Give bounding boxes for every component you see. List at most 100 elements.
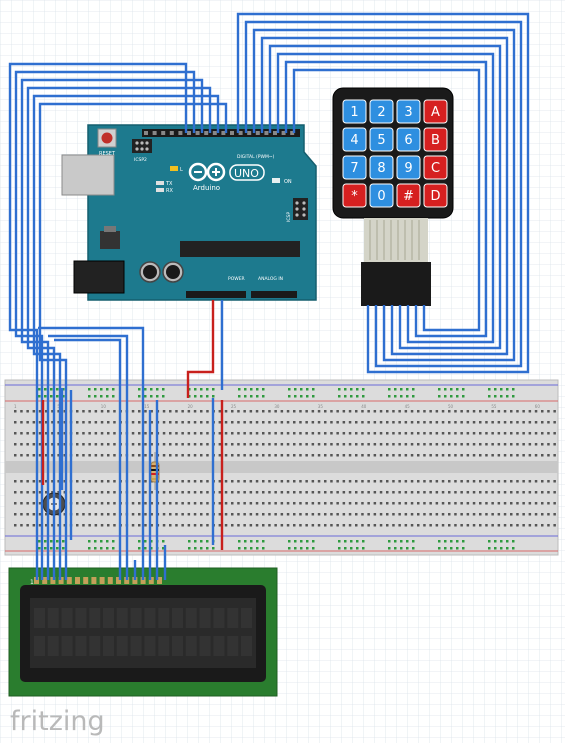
breadboard-hole [361, 491, 364, 494]
breadboard-hole [448, 410, 451, 413]
breadboard-hole [218, 502, 222, 505]
keypad-key-A[interactable]: A [423, 99, 448, 124]
breadboard-hole [231, 410, 234, 413]
icsp2-label: ICSP2 [134, 157, 147, 163]
breadboard-hole [497, 480, 501, 483]
breadboard-hole [113, 524, 116, 527]
keypad-key-7[interactable]: 7 [342, 155, 367, 180]
breadboard-hole [491, 524, 494, 527]
breadboard-hole [243, 410, 246, 413]
rail-hole [306, 395, 309, 398]
digital-pin [161, 131, 166, 135]
breadboard-hole [57, 432, 60, 435]
arduino-uno-board: RESET ICSP2 L TX RX Arduino UNO ON [61, 124, 317, 301]
keypad-key-hash[interactable]: # [396, 183, 421, 208]
breadboard-hole [20, 443, 23, 446]
rail-hole [150, 547, 153, 550]
breadboard-hole [231, 491, 234, 494]
breadboard-hole [410, 480, 414, 483]
breadboard-hole [342, 454, 346, 457]
breadboard-hole [20, 502, 23, 505]
rail-hole [44, 395, 47, 398]
breadboard-hole [398, 480, 401, 483]
rail-hole [88, 547, 91, 550]
lcd-pin [148, 577, 154, 584]
breadboard-hole [14, 443, 17, 446]
breadboard-hole [169, 410, 172, 413]
lcd-pin1-label: 1 [30, 579, 34, 586]
breadboard-hole [317, 513, 321, 516]
keypad-key-0[interactable]: 0 [369, 183, 394, 208]
breadboard-hole [410, 432, 414, 435]
breadboard-hole [57, 480, 60, 483]
breadboard-hole [138, 502, 141, 505]
column-number: 50 [448, 404, 454, 409]
breadboard-hole [348, 443, 352, 446]
icsp-header [293, 198, 308, 220]
breadboard-hole [435, 491, 439, 494]
rail-hole [338, 395, 341, 398]
rail-hole [62, 388, 65, 391]
rail-hole [100, 388, 103, 391]
rail-hole [244, 395, 247, 398]
breadboard-hole [82, 443, 85, 446]
rail-hole [188, 540, 191, 543]
rail-hole [500, 388, 503, 391]
rail-hole [456, 388, 459, 391]
breadboard-hole [249, 502, 253, 505]
breadboard-hole [255, 513, 259, 516]
keypad-key-5[interactable]: 5 [369, 127, 394, 152]
rail-hole [406, 547, 409, 550]
digital-pin [204, 131, 209, 135]
digital-header [142, 129, 300, 137]
breadboard-hole [268, 432, 271, 435]
rail-hole [512, 547, 515, 550]
keypad-key-1[interactable]: 1 [342, 99, 367, 124]
breadboard-hole [485, 421, 488, 424]
breadboard-hole [88, 524, 91, 527]
breadboard-hole [379, 454, 383, 457]
lcd-char-cell [185, 608, 197, 628]
breadboard-hole [367, 410, 370, 413]
breadboard-hole [429, 513, 432, 516]
digital-pin [178, 131, 183, 135]
keypad-key-3[interactable]: 3 [396, 99, 421, 124]
breadboard-hole [243, 443, 246, 446]
breadboard-hole [100, 410, 104, 413]
lcd-pin [83, 577, 89, 584]
breadboard-hole [76, 443, 79, 446]
breadboard-hole [274, 513, 277, 516]
arduino-brand-text: Arduino [193, 184, 220, 192]
rail-hole [406, 388, 409, 391]
breadboard-hole [510, 491, 513, 494]
rail-hole [38, 540, 41, 543]
keypad-key-8[interactable]: 8 [369, 155, 394, 180]
breadboard-hole [26, 454, 29, 457]
breadboard-hole [342, 410, 346, 413]
rail-hole [112, 395, 115, 398]
breadboard-hole [32, 410, 36, 413]
keypad-key-9[interactable]: 9 [396, 155, 421, 180]
breadboard-hole [466, 410, 470, 413]
breadboard-hole [76, 524, 79, 527]
breadboard-hole [14, 480, 17, 483]
icsp2-header [132, 139, 152, 153]
keypad-key-D[interactable]: D [423, 183, 448, 208]
rail-hole [38, 547, 41, 550]
keypad-key-C[interactable]: C [423, 155, 448, 180]
rail-hole [362, 388, 365, 391]
breadboard-hole [386, 513, 389, 516]
lcd-pin [116, 577, 121, 584]
keypad-key-6[interactable]: 6 [396, 127, 421, 152]
breadboard-hole [38, 524, 42, 527]
breadboard-hole [286, 513, 290, 516]
digital-label: DIGITAL (PWM~) [237, 154, 275, 160]
keypad-key-4[interactable]: 4 [342, 127, 367, 152]
breadboard-hole [348, 421, 352, 424]
uno-badge [229, 164, 265, 181]
breadboard-hole [131, 491, 135, 494]
keypad-key-star[interactable]: * [342, 183, 367, 208]
rail-hole [138, 547, 141, 550]
keypad-key-B[interactable]: B [423, 127, 448, 152]
keypad-key-2[interactable]: 2 [369, 99, 394, 124]
